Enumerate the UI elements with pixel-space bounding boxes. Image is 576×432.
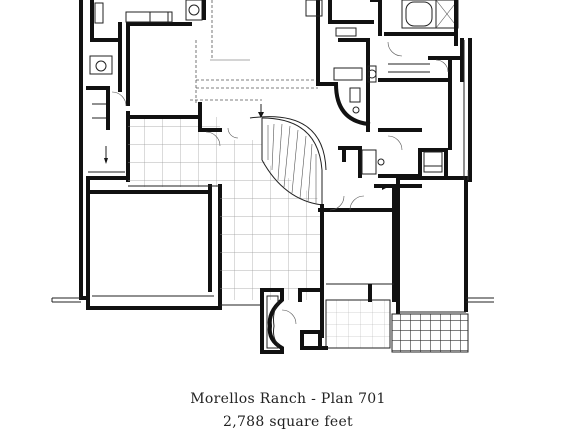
top-left-rooms [86, 0, 206, 130]
tiled-hall [126, 102, 322, 300]
center-bath [305, 0, 382, 132]
trellis [391, 313, 469, 353]
right-wing [318, 38, 494, 314]
square-footage: 2,788 square feet [223, 414, 353, 430]
entry-porch [260, 284, 391, 354]
master-suite [378, 0, 464, 150]
curved-staircase [249, 104, 327, 206]
plan-title: Morellos Ranch - Plan 701 [190, 391, 386, 407]
right-exterior [463, 40, 469, 180]
corridor-lines [190, 0, 318, 104]
